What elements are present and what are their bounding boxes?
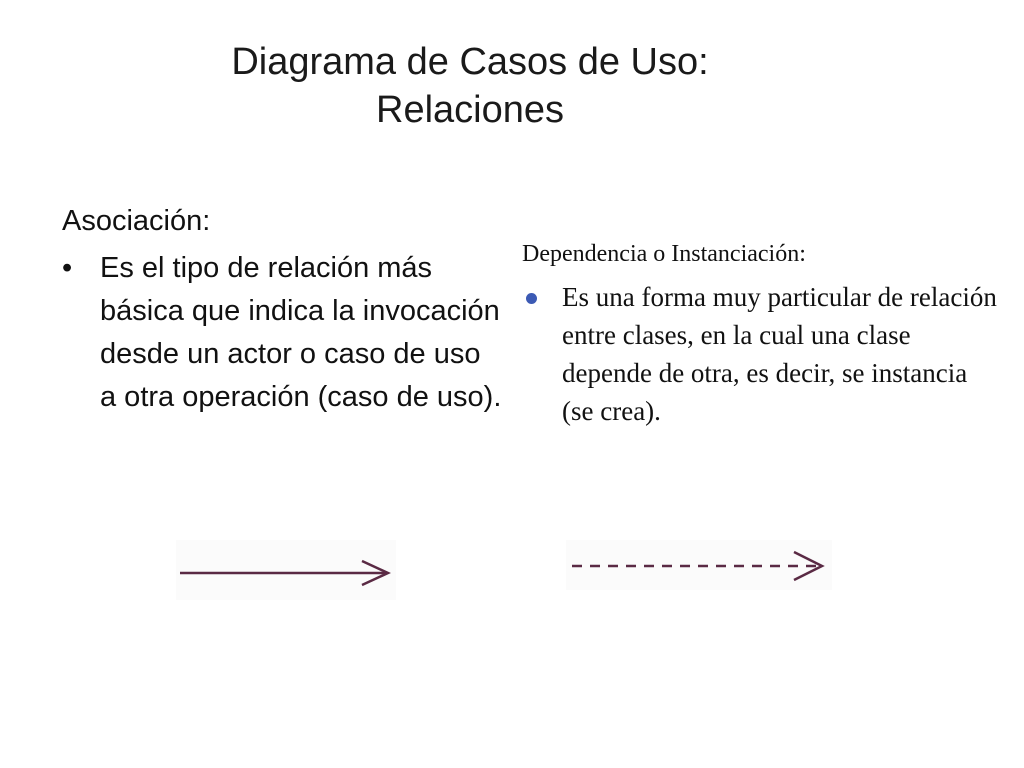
bullet-dot-icon xyxy=(526,293,537,304)
slide-title-line-2: Relaciones xyxy=(376,89,564,131)
dependency-section: Dependencia o Instanciación: Es una form… xyxy=(522,236,1002,430)
association-arrow-head xyxy=(361,559,391,587)
dependency-arrow-head xyxy=(793,550,825,582)
bullet-icon: • xyxy=(62,252,73,284)
dependency-arrow-icon xyxy=(566,540,832,590)
slide-title: Diagrama de Casos de Uso: Relaciones xyxy=(120,38,820,134)
association-arrow-icon xyxy=(176,540,396,600)
slide-title-line-1: Diagrama de Casos de Uso: xyxy=(231,41,709,83)
dependency-bullet-item: Es una forma muy particular de relación … xyxy=(522,278,1002,430)
dependency-description: Es una forma muy particular de relación … xyxy=(562,282,997,426)
dependency-heading: Dependencia o Instanciación: xyxy=(522,241,806,267)
association-bullet-item: • Es el tipo de relación más básica que … xyxy=(62,247,502,419)
association-heading: Asociación: xyxy=(62,205,211,237)
association-section: Asociación: • Es el tipo de relación más… xyxy=(62,200,502,419)
association-description: Es el tipo de relación más básica que in… xyxy=(100,252,502,413)
